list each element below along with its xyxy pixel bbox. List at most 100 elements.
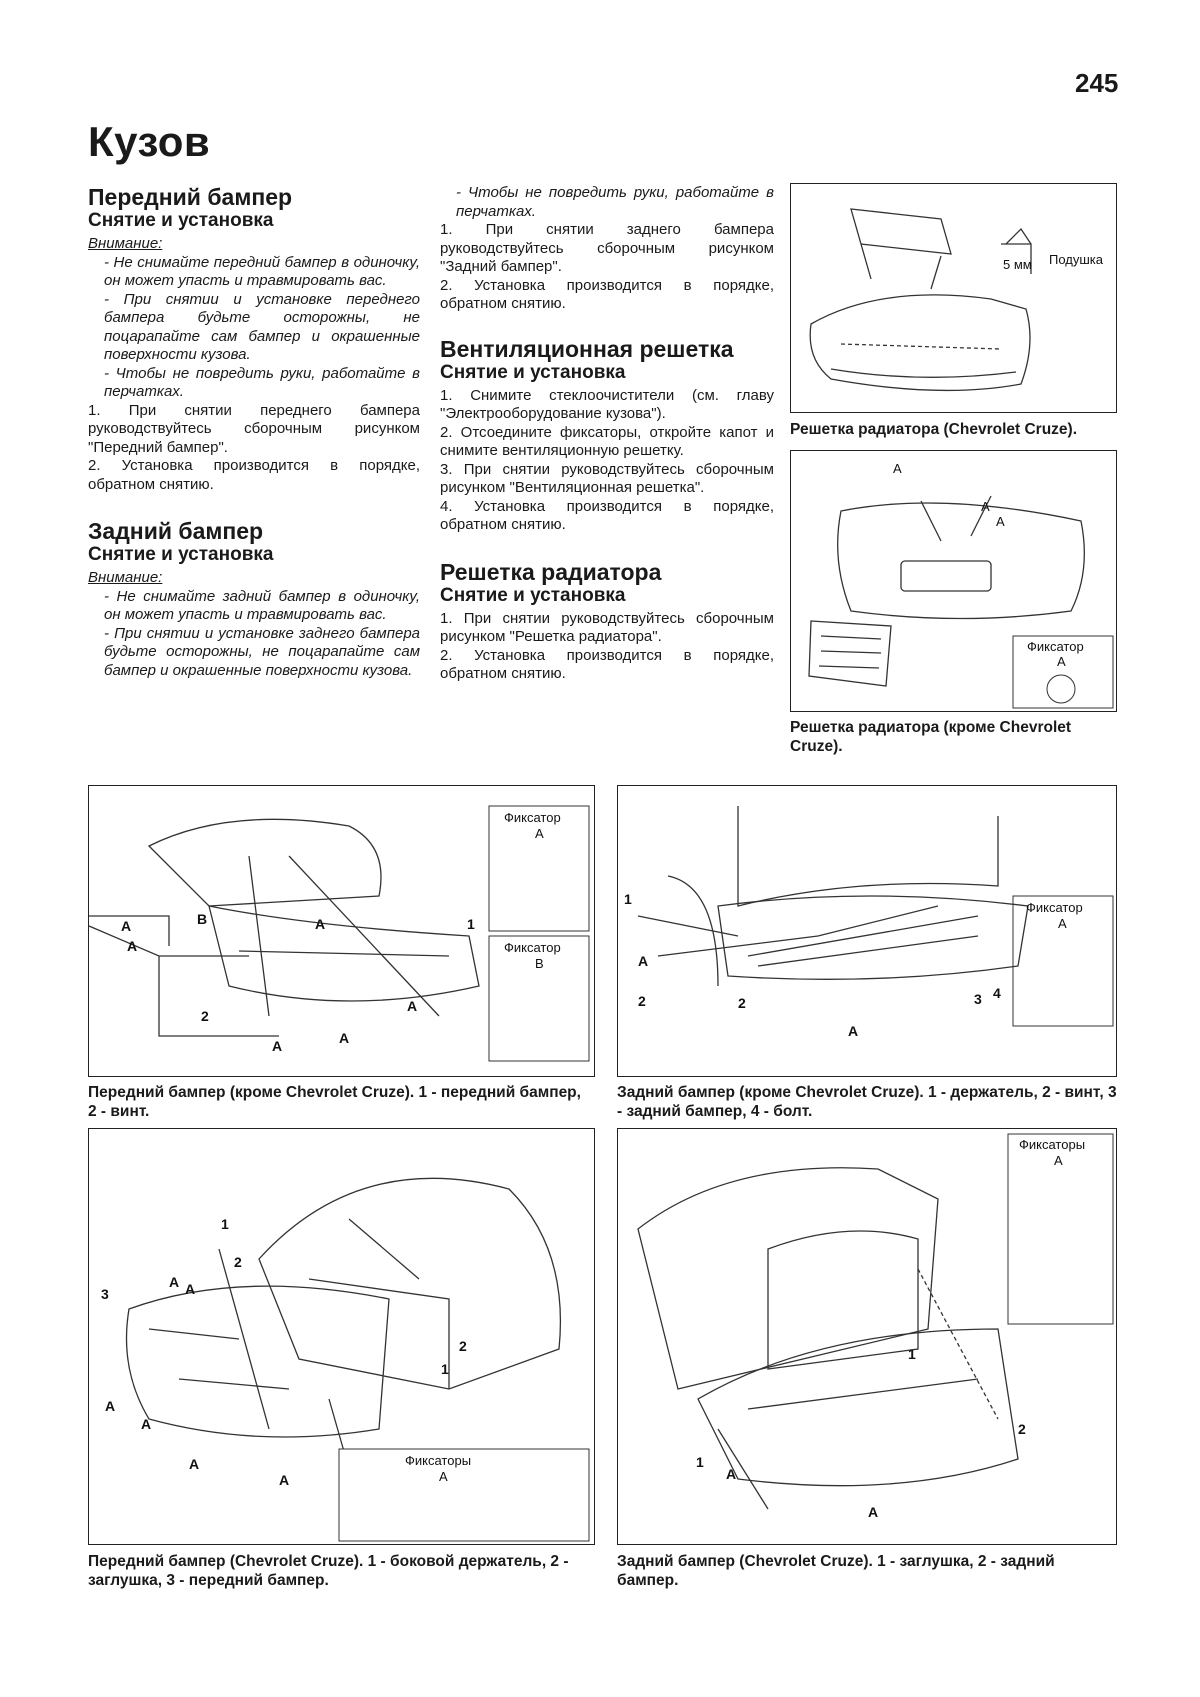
clip-a-box [488,805,590,932]
clip-label: Фиксатор [1027,639,1084,654]
label-n2: 2 [201,1008,209,1024]
column-2: - Чтобы не повредить руки, работайте в п… [440,184,774,684]
label-a: A [996,514,1005,529]
rear-bumper-other-drawing: Фиксатор A 1 A 2 2 A 3 4 [624,806,1114,1039]
clip-a-box [1012,895,1114,1027]
step: 2. Установка производится в порядке, обр… [88,457,420,493]
note: - Чтобы не повредить руки, работайте в п… [104,364,420,401]
label-n1: 1 [624,891,632,907]
rear-bumper-cruze-drawing: Фиксаторы A 1 2 1 A A [637,1133,1114,1520]
clips-label: Фиксаторы [405,1453,471,1468]
label-n1: 1 [696,1454,704,1470]
label-n1: 1 [467,916,475,932]
label-a: A [315,916,325,932]
grille-cruze-drawing: 5 мм Подушка [809,208,1104,392]
subsection-title: Снятие и установка [88,210,274,231]
caption-front-bumper-other: Передний бампер (кроме Chevrolet Cruze).… [88,1084,581,1120]
label-a: A [189,1456,199,1472]
label-n3: 3 [101,1286,109,1302]
clip-b-label: B [535,956,544,971]
caption-grille-cruze: Решетка радиатора (Chevrolet Cruze). [790,421,1077,438]
clip-a-label: A [439,1469,448,1484]
label-n2: 2 [738,995,746,1011]
step: 2. Установка производится в порядке, обр… [440,276,774,313]
clip-a-label: A [535,826,544,841]
figure-grille-other: A A A Фиксатор A [790,450,1117,712]
step: 3. При снятии руководствуйтесь сборочным… [440,460,774,497]
caption-rear-bumper-cruze: Задний бампер (Chevrolet Cruze). 1 - заг… [617,1553,1055,1589]
clip-a-label: A [1058,916,1067,931]
figure-rear-bumper-cruze: Фиксаторы A 1 2 1 A A [617,1128,1117,1545]
step: 4. Установка производится в порядке, обр… [440,497,774,534]
note: - Не снимайте передний бампер в одиночку… [104,253,420,290]
clip-icon [1046,674,1076,704]
step: 1. Снимите стеклоочистители (см. главу "… [440,386,774,423]
label-a: A [893,461,902,476]
label-a: A [638,953,648,969]
label-a: A [105,1398,115,1414]
label-a: A [141,1416,151,1432]
section-title-vent-grille: Вентиляционная решетка [440,335,734,362]
subsection-title: Снятие и установка [440,361,626,383]
label-a: A [726,1466,736,1482]
clip-label: Фиксатор [1026,900,1083,915]
clip-a-label: A [1057,654,1066,669]
step: 1. При снятии переднего бампера руководс… [88,401,420,456]
clip-label: Фиксатор [504,810,561,825]
section-title-radiator-grille: Решетка радиатора [440,558,662,585]
label-a: A [981,499,990,514]
section-title-rear-bumper: Задний бампер [88,518,264,544]
clips-inset-box [338,1448,590,1542]
dim-label: 5 мм [1003,257,1032,272]
note: - При снятии и установке переднего бампе… [104,290,420,364]
label-a: A [272,1038,282,1054]
note: - При снятии и установке заднего бампера… [104,624,420,679]
grille-other-drawing: A A A Фиксатор A [808,461,1114,709]
label-a: A [279,1472,289,1488]
label-n3: 3 [974,991,982,1007]
clips-label: Фиксаторы [1019,1137,1085,1152]
figure-grille-cruze: 5 мм Подушка [790,183,1117,413]
label-a: A [407,998,417,1014]
label-n2: 2 [1018,1421,1026,1437]
pad-label: Подушка [1049,252,1104,267]
label-a: A [848,1023,858,1039]
label-n4: 4 [993,985,1001,1001]
label-a: A [121,918,131,934]
step: 2. Установка производится в порядке, обр… [440,646,774,683]
label-b: B [197,911,207,927]
front-bumper-other-drawing: Фиксатор A Фиксатор B A A B A 1 2 A A A [89,805,590,1062]
note: - Не снимайте задний бампер в одиночку, … [104,587,420,624]
clip-label: Фиксатор [504,940,561,955]
label-a: A [127,938,137,954]
step: 2. Отсоедините фиксаторы, откройте капот… [440,423,774,460]
subsection-title: Снятие и установка [88,544,274,565]
label-n2: 2 [638,993,646,1009]
label-a: A [169,1274,179,1290]
caption-front-bumper-cruze: Передний бампер (Chevrolet Cruze). 1 - б… [88,1553,569,1589]
front-bumper-cruze-drawing: Фиксаторы A 1 2 3 2 1 A A A A A A [101,1177,590,1542]
note: - Чтобы не повредить руки, работайте в п… [456,184,774,220]
figure-front-bumper-other: Фиксатор A Фиксатор B A A B A 1 2 A A A [88,785,595,1077]
label-a: A [185,1281,195,1297]
clip-b-box [488,935,590,1062]
clip-a-label: A [1054,1153,1063,1168]
page-number: 245 [1075,68,1119,98]
caption-rear-bumper-other: Задний бампер (кроме Chevrolet Cruze). 1… [617,1084,1117,1120]
clips-inset-box [1007,1133,1114,1325]
clip-inset-box [1012,635,1114,709]
figure-front-bumper-cruze: Фиксаторы A 1 2 3 2 1 A A A A A A [88,1128,595,1545]
figure-rear-bumper-other: Фиксатор A 1 A 2 2 A 3 4 [617,785,1117,1077]
chapter-title: Кузов [88,118,211,165]
label-n2: 2 [234,1254,242,1270]
warning-label: Внимание: [88,569,163,586]
label-n1: 1 [908,1346,916,1362]
caption-grille-other: Решетка радиатора (кроме Chevrolet Cruze… [790,719,1072,755]
column-1: Передний бампер Снятие и установка Внима… [88,184,420,680]
subsection-title: Снятие и установка [440,584,626,606]
label-a: A [339,1030,349,1046]
step: 1. При снятии руководствуйтесь сборочным… [440,609,774,646]
label-n2: 2 [459,1338,467,1354]
label-n1: 1 [441,1361,449,1377]
label-n1: 1 [221,1216,229,1232]
